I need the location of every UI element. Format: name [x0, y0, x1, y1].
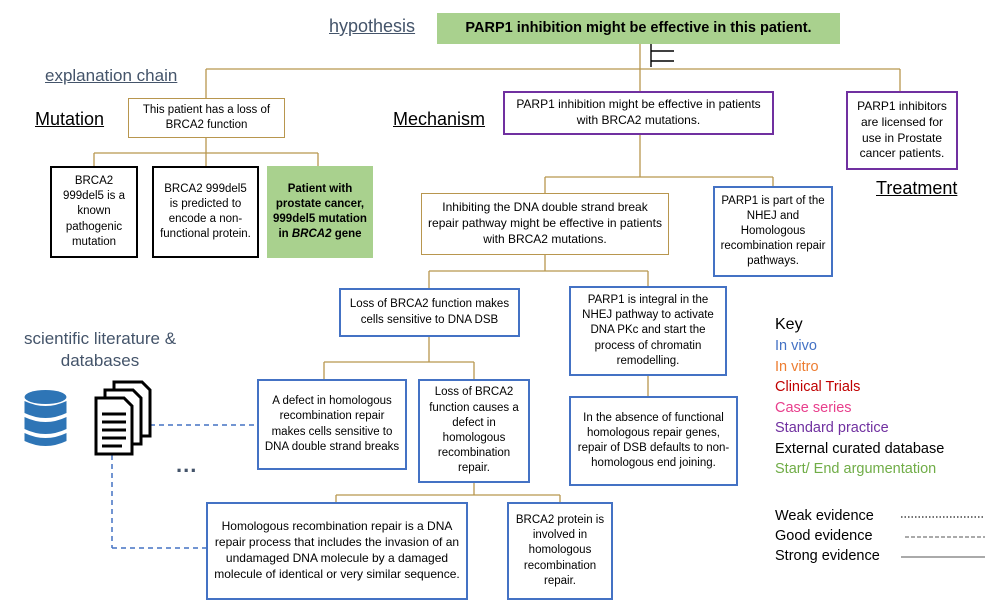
mechanism-top-node: PARP1 inhibition might be effective in p…	[503, 91, 774, 135]
explanation-chain-label: explanation chain	[45, 66, 178, 85]
known-pathogenic-node: BRCA2 999del5 is a known pathogenic muta…	[50, 166, 138, 258]
parp1-nhej-node: PARP1 is part of the NHEJ and Homologous…	[713, 186, 833, 277]
brca2-involved-node: BRCA2 protein is involved in homologous …	[507, 502, 613, 600]
key-clinical-trials: Clinical Trials	[775, 379, 861, 395]
loss-causes-defect-node: Loss of BRCA2 function causes a defect i…	[418, 379, 530, 483]
licensed-node: PARP1 inhibitors are licensed for use in…	[846, 91, 958, 170]
ellipsis: ...	[176, 452, 198, 477]
key-in-vivo: In vivo	[775, 338, 817, 354]
key-legend: Key In vivo In vitro Clinical Trials Cas…	[775, 314, 944, 480]
literature-label: scientific literature & databases	[23, 329, 177, 371]
absence-functional-node: In the absence of functional homologous …	[569, 396, 738, 486]
key-external-database: External curated database	[775, 440, 945, 457]
key-weak-evidence: Weak evidence	[775, 508, 874, 524]
treatment-label: Treatment	[876, 178, 958, 198]
key-start-end: Start/ End argumentation	[775, 461, 937, 477]
hypothesis-label: hypothesis	[329, 16, 416, 36]
rebuttal-symbol-icon	[650, 44, 674, 67]
documents-icon	[94, 380, 152, 456]
patient-node: Patient with prostate cancer, 999del5 mu…	[267, 166, 373, 258]
key-case-series: Case series	[775, 399, 852, 416]
loss-sensitive-node: Loss of BRCA2 function makes cells sensi…	[339, 288, 520, 337]
mechanism-label: Mechanism	[393, 109, 486, 129]
defect-hr-node: A defect in homologous recombination rep…	[257, 379, 407, 470]
key-in-vitro: In vitro	[775, 358, 819, 375]
key-title: Key	[775, 316, 803, 333]
patient-node-text: Patient with prostate cancer, 999del5 mu…	[273, 182, 367, 241]
mutation-label: Mutation	[35, 109, 105, 129]
database-icon	[24, 390, 67, 446]
parp1-integral-node: PARP1 is integral in the NHEJ pathway to…	[569, 286, 727, 376]
inhibiting-dsb-node: Inhibiting the DNA double strand break r…	[421, 193, 669, 255]
key-strong-evidence: Strong evidence	[775, 548, 880, 564]
key-standard-practice: Standard practice	[775, 420, 889, 436]
hr-definition-node: Homologous recombination repair is a DNA…	[206, 502, 468, 600]
hypothesis-node: PARP1 inhibition might be effective in t…	[437, 13, 840, 44]
loss-brca2-node: This patient has a loss of BRCA2 functio…	[128, 98, 285, 138]
key-good-evidence: Good evidence	[775, 528, 873, 544]
predicted-nonfunctional-node: BRCA2 999del5 is predicted to encode a n…	[152, 166, 259, 258]
